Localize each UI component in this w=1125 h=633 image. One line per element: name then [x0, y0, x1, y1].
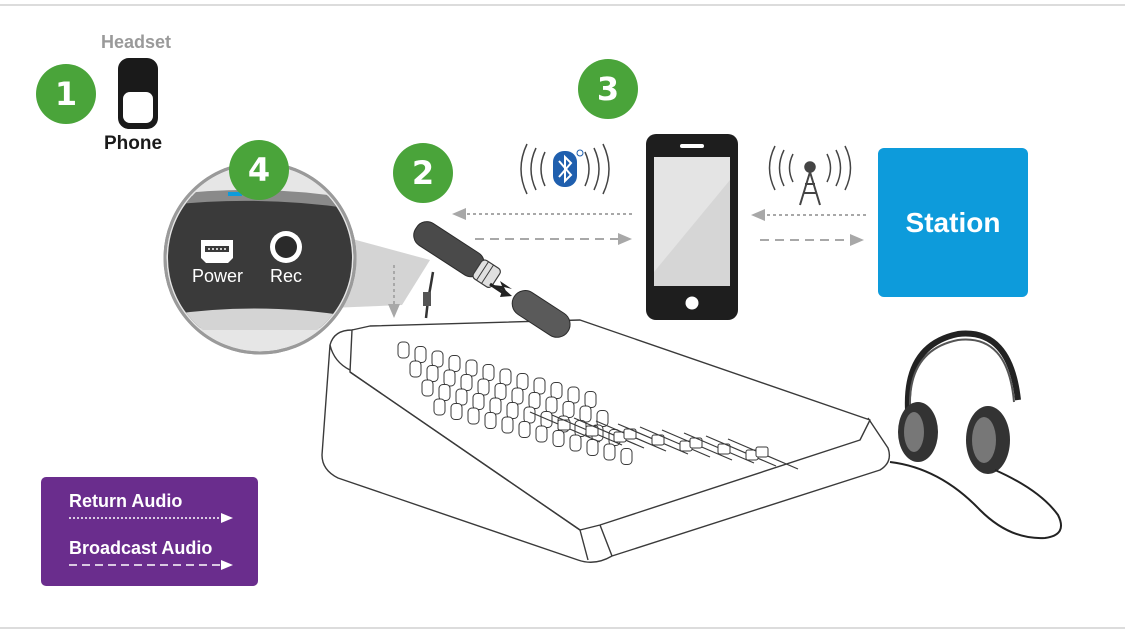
audio-flow-arrows	[388, 208, 866, 318]
mixer-knob	[499, 368, 512, 386]
broadcast-audio-arrowhead	[221, 560, 233, 570]
step-3-badge: 3	[578, 59, 638, 119]
mixer-knob	[421, 379, 434, 397]
mixer-knob	[603, 443, 616, 461]
mixer-illustration	[321, 319, 891, 563]
mixer-faders	[529, 411, 799, 470]
step-4-badge: 4	[229, 140, 289, 200]
headphones-illustration	[889, 330, 1062, 540]
station-box: Station	[878, 148, 1028, 297]
mixer-knob	[501, 416, 514, 434]
phone-label: Phone	[104, 133, 163, 154]
mixer-knob	[552, 430, 565, 447]
mixer-knob	[426, 365, 439, 382]
mixer-knob	[586, 439, 599, 456]
mixer-knob	[533, 377, 546, 395]
step-2-badge: 2	[393, 143, 453, 203]
mixer-knob	[545, 396, 558, 414]
headset-phone-switch	[118, 58, 158, 129]
mixer-knob	[484, 412, 497, 429]
legend-lines	[69, 513, 233, 570]
mixer-knob	[489, 397, 502, 415]
mixer-knob	[460, 374, 473, 391]
mixer-knob	[455, 388, 468, 406]
step-1-badge: 1	[36, 64, 96, 124]
mixer-knob	[518, 421, 531, 438]
mixer-knob	[465, 359, 478, 377]
power-port-label: Power	[192, 266, 244, 286]
mixer-knob	[569, 434, 582, 452]
zoom-magnifier	[163, 161, 430, 355]
legend-broadcast-audio: Broadcast Audio	[69, 538, 213, 558]
legend-return-audio: Return Audio	[69, 491, 183, 511]
fader-track	[705, 435, 777, 467]
fader-cap	[755, 446, 769, 458]
mixer-knob	[482, 364, 495, 381]
mixer-knob	[516, 373, 529, 390]
return-audio-arrowhead	[221, 513, 233, 523]
rec-jack-icon	[270, 231, 302, 263]
broadcast-tower-icon	[768, 145, 852, 206]
mixer-knob	[511, 387, 524, 405]
station-label: Station	[905, 206, 1001, 238]
mixer-knob	[472, 393, 485, 410]
fader-track	[639, 426, 711, 458]
mixer-knob	[494, 383, 507, 400]
legend: Return Audio Broadcast Audio	[41, 477, 258, 586]
mixer-knob	[506, 402, 519, 419]
bluetooth-icon	[553, 149, 584, 187]
mixer-knob	[584, 391, 597, 408]
mini-usb-port-icon	[201, 240, 233, 263]
microphone-illustration	[413, 221, 571, 338]
mixer-knob	[579, 405, 592, 423]
headset-label: Headset	[101, 32, 172, 52]
mixer-knob	[477, 378, 490, 396]
mixer-knob	[620, 448, 633, 465]
mixer-knob	[438, 384, 451, 401]
mixer-knob	[409, 360, 422, 378]
mixer-knob	[448, 355, 461, 372]
mixer-knob	[535, 425, 548, 443]
mixer-knob	[414, 346, 427, 363]
mixer-knob	[431, 350, 444, 368]
smartphone-illustration	[646, 134, 738, 320]
mixer-knob	[562, 401, 575, 418]
mixer-knob	[433, 398, 446, 416]
mixer-knob	[450, 403, 463, 420]
mixer-knob	[567, 386, 580, 404]
mixer-knob	[550, 382, 563, 399]
fader-track	[573, 417, 645, 449]
mixer-knob	[467, 407, 480, 425]
mixer-knob	[443, 369, 456, 387]
mixer-knob	[528, 392, 541, 409]
mixer-knob	[397, 341, 410, 359]
bluetooth-signal	[520, 143, 610, 195]
mixer-knob	[523, 406, 536, 424]
rec-jack-label: Rec	[270, 266, 303, 286]
